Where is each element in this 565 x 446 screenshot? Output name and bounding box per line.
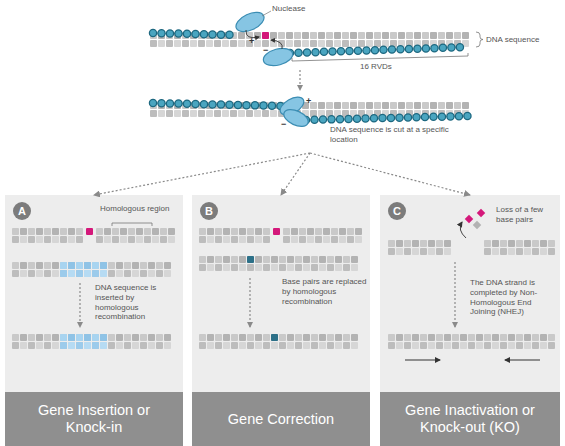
dna-strand <box>12 228 84 243</box>
dna-strand <box>150 102 470 117</box>
node-text: C <box>393 206 401 217</box>
bracket <box>292 53 468 61</box>
cut-arrow <box>271 40 282 49</box>
leader-line <box>262 11 271 16</box>
join-arrow <box>505 359 540 360</box>
outcome-title-band: Gene Correction <box>192 392 370 446</box>
dna-strand <box>12 334 172 349</box>
bracket <box>112 223 152 226</box>
node-text: Homologous region <box>100 204 180 214</box>
insert-sequence <box>60 262 108 277</box>
dna-strand <box>484 240 556 255</box>
donor-dna <box>12 262 172 277</box>
tale-chain <box>153 33 236 35</box>
dna-strand <box>283 228 363 243</box>
dna-strand <box>199 334 359 349</box>
dna-strand <box>150 32 470 47</box>
dna-strand <box>388 334 556 349</box>
tale-chain <box>153 103 282 106</box>
tale-chain <box>306 116 468 120</box>
dna-strand <box>150 32 470 47</box>
node-text: The DNA strand is completed by Non-Homol… <box>470 278 558 317</box>
charge-sign: + <box>249 36 254 47</box>
panel-letter: A <box>13 202 31 220</box>
dna-strand <box>484 240 556 255</box>
nuclease <box>261 45 294 68</box>
callout-label: 16 RVDs <box>360 62 392 72</box>
dna-strand <box>199 228 271 243</box>
tale-chain <box>153 103 282 106</box>
dna-strand <box>388 240 452 255</box>
dna-strand <box>388 240 452 255</box>
panel-letter: C <box>388 202 406 220</box>
dotted-connector <box>310 153 470 195</box>
dna-strand <box>199 228 271 243</box>
lost-base <box>473 221 481 229</box>
insert-sequence <box>60 262 108 277</box>
corrected-base <box>271 334 278 341</box>
donor-dna <box>199 256 359 271</box>
loss-arrow <box>460 222 466 238</box>
join-arrow <box>405 359 440 360</box>
node-text: Base pairs are replaced by homologous re… <box>282 277 368 306</box>
target-base <box>262 32 269 39</box>
target-base <box>86 228 93 235</box>
nuclease <box>281 106 310 130</box>
dna-strand <box>283 228 363 243</box>
node-text: Loss of a few base pairs <box>496 205 558 225</box>
nuclease <box>277 93 307 118</box>
dotted-arrow <box>454 262 455 327</box>
node-text: DNA sequence is cut at a specific locati… <box>330 125 470 145</box>
target-base <box>273 228 280 235</box>
corrected-base <box>247 256 254 263</box>
dna-strand <box>199 334 359 349</box>
tale-chain <box>153 33 236 35</box>
outcome-panel: Loss of a few base pairsThe DNA strand i… <box>380 195 560 446</box>
node-text: Gene Correction <box>211 411 351 428</box>
charge-sign: − <box>263 45 268 56</box>
outcome-title-band: Gene Insertion or Knock-in <box>5 392 183 446</box>
callout-label: DNA sequence <box>486 35 539 45</box>
dna-strand <box>96 228 176 243</box>
cut-gap <box>288 102 291 117</box>
charge-sign: − <box>281 119 286 130</box>
tale-chain <box>290 47 468 53</box>
cut-stage: DNA sequence is cut at a specific locati… <box>140 95 480 153</box>
dna-strand <box>388 334 556 349</box>
insert-sequence <box>60 334 108 349</box>
dotted-arrow <box>249 278 250 327</box>
dotted-arrow <box>299 70 300 90</box>
dna-strand <box>199 256 359 271</box>
callout-label: Nuclease <box>272 4 305 14</box>
tale-chain <box>290 47 468 53</box>
bracket <box>476 32 483 47</box>
tale-chain <box>306 116 468 120</box>
dotted-arrow <box>79 283 80 327</box>
dotted-connector <box>281 153 310 195</box>
outcome-panel: Homologous regionDNA sequence is inserte… <box>5 195 183 446</box>
dna-strand <box>150 102 470 117</box>
charge-sign: + <box>306 96 311 107</box>
dna-strand <box>12 334 172 349</box>
node-text: DNA sequence is inserted by homologous r… <box>95 283 179 322</box>
node-text: Gene Inactivation or Knock-out (KO) <box>400 402 540 435</box>
panel-letter: B <box>200 202 218 220</box>
lost-base <box>465 215 473 223</box>
node-text: B <box>205 206 213 217</box>
dna-strand <box>12 262 172 277</box>
dna-strand <box>96 228 176 243</box>
node-text: Gene Insertion or Knock-in <box>24 402 164 435</box>
insert-sequence <box>60 334 108 349</box>
outcome-title-band: Gene Inactivation or Knock-out (KO) <box>380 392 560 446</box>
lost-base <box>477 209 485 217</box>
cut-arrow <box>246 30 259 38</box>
dna-strand <box>12 228 84 243</box>
nuclease <box>233 8 267 35</box>
outcome-panel: Base pairs are replaced by homologous re… <box>192 195 370 446</box>
node-text: A <box>18 206 26 217</box>
dotted-connector <box>94 153 310 195</box>
